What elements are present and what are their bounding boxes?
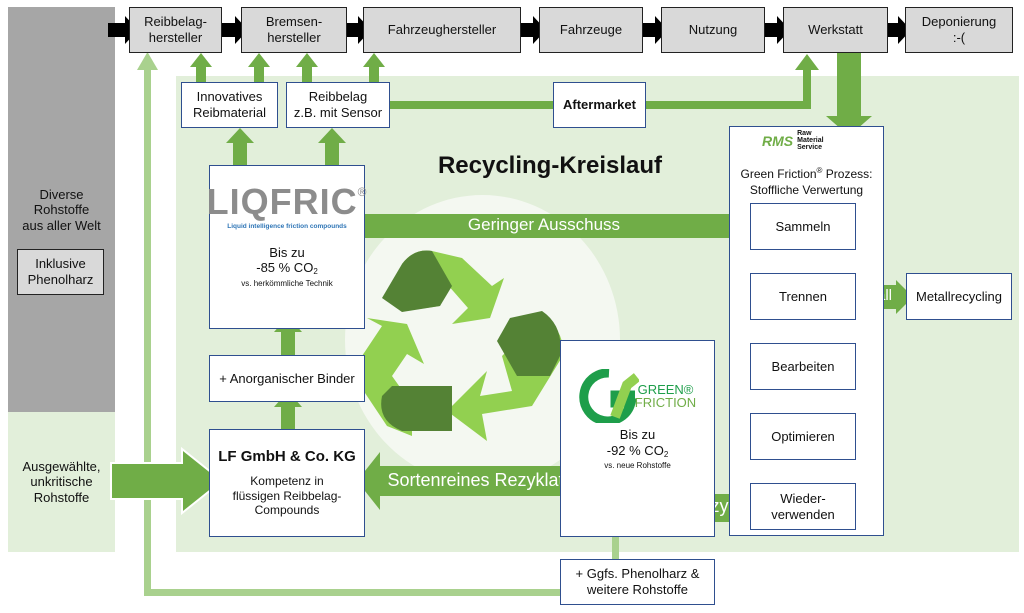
selected-raw-materials-panel (8, 412, 115, 552)
raw-materials-arrow (110, 446, 224, 516)
geringer-ausschuss-label: Geringer Ausschuss (467, 215, 621, 234)
arrow-black-6 (883, 16, 911, 44)
rms-process-container (729, 126, 884, 536)
pale-return-line (137, 52, 619, 596)
liqfric-box: LIQFRIC® Liquid intelligence friction co… (206, 165, 368, 329)
innovatives-reibmaterial-box: Innovatives Reibmaterial (181, 82, 278, 128)
recycling-symbol-icon (352, 250, 564, 441)
sortenreines-rezyklat-label: Sortenreines Rezyklat (387, 470, 564, 490)
diverse-rohstoffe-text: Diverse Rohstoffe aus aller Welt (22, 186, 101, 233)
step-sammeln: Sammeln (750, 203, 856, 250)
chain-fahrzeuge: Fahrzeuge (539, 7, 643, 53)
liqfric-tagline: Liquid intelligence friction compounds (227, 223, 347, 230)
chain-fahrzeughersteller: Fahrzeughersteller (363, 7, 521, 53)
green-friction-g-icon (579, 369, 639, 423)
chain-nutzung: Nutzung (661, 7, 765, 53)
chain-deponierung: Deponierung :-( (905, 7, 1013, 53)
green-friction-box: GREEN® FRICTION Bis zu -92 % CO2 vs. neu… (560, 340, 715, 537)
liqfric-logo: LIQFRIC® (206, 181, 368, 222)
lf-gmbh-box: LF GmbH & Co. KG Kompetenz in flüssigen … (209, 429, 365, 537)
step-bearbeiten: Bearbeiten (750, 343, 856, 390)
aftermarket-box: Aftermarket (553, 82, 646, 128)
step-trennen: Trennen (750, 273, 856, 320)
step-optimieren: Optimieren (750, 413, 856, 460)
step-wiederverwenden: Wieder- verwenden (750, 483, 856, 530)
sortenreines-arrow (357, 452, 576, 510)
metallrecycling-box: Metallrecycling (906, 273, 1012, 320)
raw-materials-panel (8, 7, 115, 412)
reibbelag-sensor-box: Reibbelag z.B. mit Sensor (286, 82, 390, 128)
phenolharz-rohstoffe-box: + Ggfs. Phenolharz & weitere Rohstoffe (560, 559, 715, 605)
green-friction-logo: GREEN® FRICTION (579, 369, 696, 423)
rms-logo: RMS Raw Material Service (762, 130, 824, 151)
diagram-title: Recycling-Kreislauf (437, 152, 663, 179)
rms-process-title: Green Friction® Prozess: Stoffliche Verw… (740, 166, 873, 197)
werkstatt-down-arrow (826, 50, 872, 136)
inklusive-phenolharz-box: Inklusive Phenolharz (17, 249, 104, 295)
chain-reibbelaghersteller: Reibbelag- hersteller (129, 7, 222, 53)
ausgewaehlte-rohstoffe-text: Ausgewählte, unkritische Rohstoffe (22, 458, 101, 505)
chain-bremsenhersteller: Bremsen- hersteller (241, 7, 347, 53)
anorganischer-binder-box: + Anorganischer Binder (209, 355, 365, 402)
chain-werkstatt: Werkstatt (783, 7, 888, 53)
